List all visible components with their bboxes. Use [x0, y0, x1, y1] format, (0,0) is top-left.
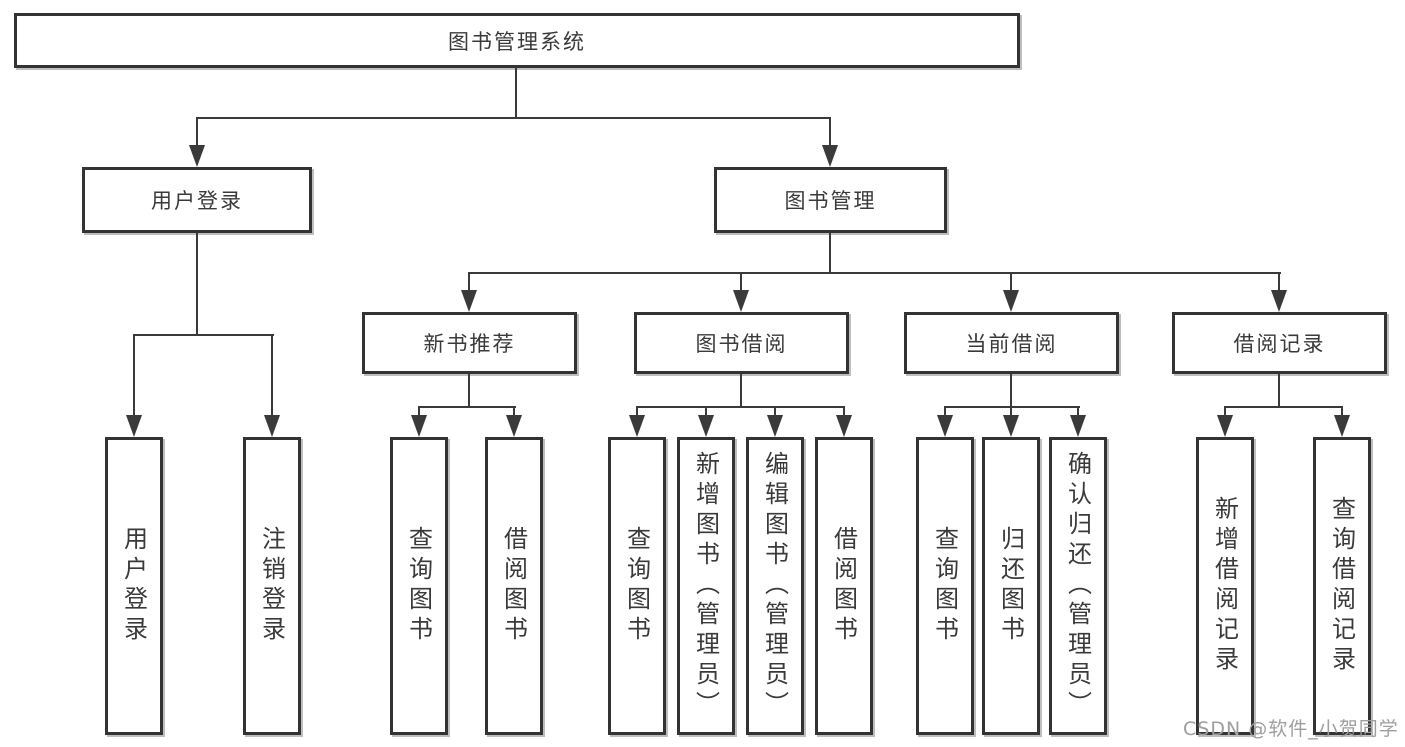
csdn-watermark: CSDN @软件_小贺同学: [1183, 718, 1399, 740]
node-add-books-admin: 新增图书（管理员）: [677, 437, 735, 735]
connector-root-horizontal: [196, 117, 831, 119]
connector-logout-stem: [271, 335, 273, 416]
arrow-down-icon: [411, 415, 427, 437]
connector-user-login-stem: [196, 118, 198, 146]
connector-stem: [1224, 407, 1226, 416]
connector-current-borrow-horizontal: [944, 406, 1080, 408]
connector-stem: [705, 407, 707, 416]
node-label: 编辑图书（管理员）: [760, 451, 789, 721]
node-label: 借阅图书: [499, 526, 528, 646]
arrow-down-icon: [629, 415, 645, 437]
connector-book-borrow-horizontal: [636, 406, 845, 408]
node-borrow-books-newrec: 借阅图书: [485, 437, 543, 735]
connector-book-mgmt-stem: [829, 118, 831, 146]
connector-root-stub: [515, 68, 517, 118]
connector-borrow-records-horizontal: [1224, 406, 1343, 408]
node-label: 借阅图书: [829, 526, 858, 646]
node-label: 查询图书: [930, 526, 959, 646]
connector-stem: [944, 407, 946, 416]
node-current-borrowing: 当前借阅: [904, 312, 1119, 374]
node-label: 确认归还（管理员）: [1063, 451, 1092, 721]
node-library-management-system: 图书管理系统: [14, 13, 1020, 68]
connector-stem: [1010, 407, 1012, 416]
node-confirm-return-admin: 确认归还（管理员）: [1049, 437, 1107, 735]
node-user-login: 用户登录: [82, 167, 312, 233]
node-add-borrow-record: 新增借阅记录: [1196, 437, 1254, 735]
arrow-down-icon: [1217, 415, 1233, 437]
arrow-down-icon: [1003, 415, 1019, 437]
connector-stem: [418, 407, 420, 416]
connector-book-borrow-down: [740, 374, 742, 407]
arrow-down-icon: [1271, 290, 1287, 312]
connector-borrow-records-down: [1278, 374, 1280, 407]
node-borrowing-records: 借阅记录: [1172, 312, 1387, 374]
node-label: 查询图书: [404, 526, 433, 646]
connector-book-mgmt-down: [829, 233, 831, 273]
connector-new-books-down: [468, 374, 470, 407]
arrow-down-icon: [836, 415, 852, 437]
connector-current-borrow-stem: [1010, 273, 1012, 291]
arrow-down-icon: [767, 415, 783, 437]
node-book-borrowing: 图书借阅: [634, 312, 849, 374]
connector-new-books-horizontal: [418, 406, 516, 408]
node-return-books: 归还图书: [982, 437, 1040, 735]
node-query-books-borrowing: 查询图书: [608, 437, 666, 735]
arrow-down-icon: [126, 415, 142, 437]
connector-stem: [843, 407, 845, 416]
node-borrow-books-borrowing: 借阅图书: [815, 437, 873, 735]
node-new-book-recommendation: 新书推荐: [362, 312, 577, 374]
node-query-books-current: 查询图书: [916, 437, 974, 735]
connector-stem: [1077, 407, 1079, 416]
arrow-down-icon: [189, 145, 205, 167]
arrow-down-icon: [1070, 415, 1086, 437]
connector-stem: [513, 407, 515, 416]
connector-current-borrow-down: [1010, 374, 1012, 407]
arrow-down-icon: [1334, 415, 1350, 437]
node-label: 新增图书（管理员）: [691, 451, 720, 721]
node-label: 注销登录: [257, 526, 286, 646]
arrow-down-icon: [264, 415, 280, 437]
arrow-down-icon: [698, 415, 714, 437]
node-label: 归还图书: [996, 526, 1025, 646]
connector-borrow-records-stem: [1278, 273, 1280, 291]
connector-login-stem: [133, 335, 135, 416]
arrow-down-icon: [461, 290, 477, 312]
arrow-down-icon: [822, 145, 838, 167]
connector-stem: [774, 407, 776, 416]
connector-stem: [636, 407, 638, 416]
node-edit-books-admin: 编辑图书（管理员）: [746, 437, 804, 735]
arrow-down-icon: [506, 415, 522, 437]
connector-stem: [1341, 407, 1343, 416]
node-query-borrow-record: 查询借阅记录: [1313, 437, 1371, 735]
node-logout-action: 注销登录: [243, 437, 301, 735]
node-book-management: 图书管理: [714, 167, 947, 233]
node-label: 新增借阅记录: [1210, 496, 1239, 676]
arrow-down-icon: [937, 415, 953, 437]
node-query-books-newrec: 查询图书: [390, 437, 448, 735]
connector-book-borrow-stem: [740, 273, 742, 291]
node-label: 用户登录: [119, 526, 148, 646]
arrow-down-icon: [733, 290, 749, 312]
node-label: 查询借阅记录: [1327, 496, 1356, 676]
connector-book-mgmt-horizontal: [468, 272, 1281, 274]
node-label: 查询图书: [622, 526, 651, 646]
connector-new-books-stem: [468, 273, 470, 291]
node-user-login-action: 用户登录: [105, 437, 163, 735]
connector-user-login-down: [196, 233, 198, 335]
connector-user-login-horizontal: [133, 334, 274, 336]
arrow-down-icon: [1003, 290, 1019, 312]
